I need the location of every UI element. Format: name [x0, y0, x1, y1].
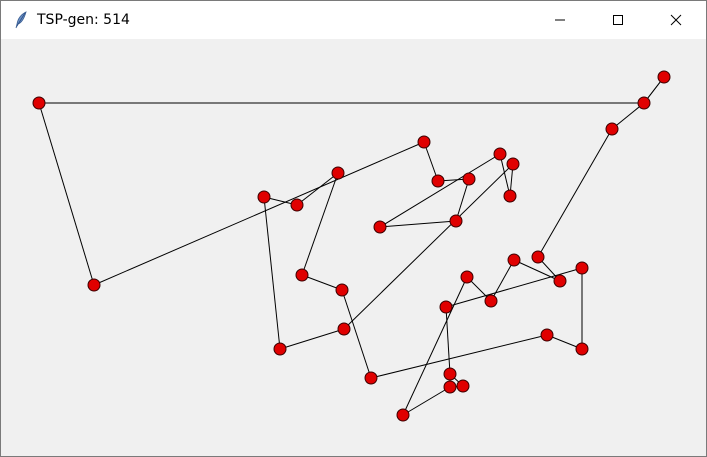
route-segment [263, 196, 281, 350]
route-segment [341, 289, 372, 379]
city-node [396, 408, 410, 422]
city-node [507, 253, 521, 267]
city-node [295, 268, 309, 282]
city-node [531, 250, 545, 264]
title-bar[interactable]: TSP-gen: 514 [1, 1, 706, 39]
city-node [449, 214, 463, 228]
route-segment [93, 141, 425, 286]
city-node [417, 135, 431, 149]
city-node [290, 198, 304, 212]
route-segment [279, 328, 345, 350]
route-segment [499, 153, 511, 197]
city-node [373, 220, 387, 234]
city-node [443, 380, 457, 394]
close-icon [670, 14, 682, 26]
route-segment [423, 141, 439, 182]
route-segment [537, 128, 613, 258]
city-node [506, 157, 520, 171]
route-segment [445, 306, 451, 375]
route-segment [455, 178, 470, 222]
route-segment [402, 276, 468, 416]
tsp-route-plot [32, 70, 671, 422]
window-title: TSP-gen: 514 [37, 12, 130, 28]
route-segment [445, 267, 583, 308]
route-segment [379, 220, 457, 228]
route-segment [490, 259, 515, 302]
minimize-icon [555, 19, 565, 21]
city-node [337, 322, 351, 336]
route-segment [343, 163, 514, 330]
city-node [493, 147, 507, 161]
feather-icon [13, 11, 29, 29]
route-segment [301, 172, 339, 276]
city-node [503, 189, 517, 203]
minimize-button[interactable] [531, 1, 589, 39]
route-segment [379, 153, 501, 228]
city-node [575, 342, 589, 356]
city-node [87, 278, 101, 292]
city-node [484, 294, 498, 308]
city-node [553, 274, 567, 288]
city-node [460, 270, 474, 284]
city-node [273, 342, 287, 356]
city-node [431, 174, 445, 188]
city-node [32, 96, 46, 110]
city-node [335, 283, 349, 297]
route-segment [402, 386, 451, 416]
route-segment [296, 172, 339, 206]
close-button[interactable] [647, 1, 705, 39]
city-node [439, 300, 453, 314]
maximize-button[interactable] [589, 1, 647, 39]
city-node [540, 328, 554, 342]
city-node [456, 379, 470, 393]
city-node [605, 122, 619, 136]
city-node [462, 172, 476, 186]
tsp-canvas[interactable] [1, 39, 706, 456]
city-node [331, 166, 345, 180]
city-node [657, 70, 671, 84]
city-node [575, 261, 589, 275]
city-node [443, 367, 457, 381]
city-node [364, 371, 378, 385]
city-node [257, 190, 271, 204]
maximize-icon [613, 15, 623, 25]
city-node [637, 96, 651, 110]
route-segment [513, 259, 561, 282]
route-segment [370, 334, 548, 379]
route-segment [301, 274, 343, 291]
route-segment [611, 102, 645, 130]
route-segment [38, 102, 95, 286]
